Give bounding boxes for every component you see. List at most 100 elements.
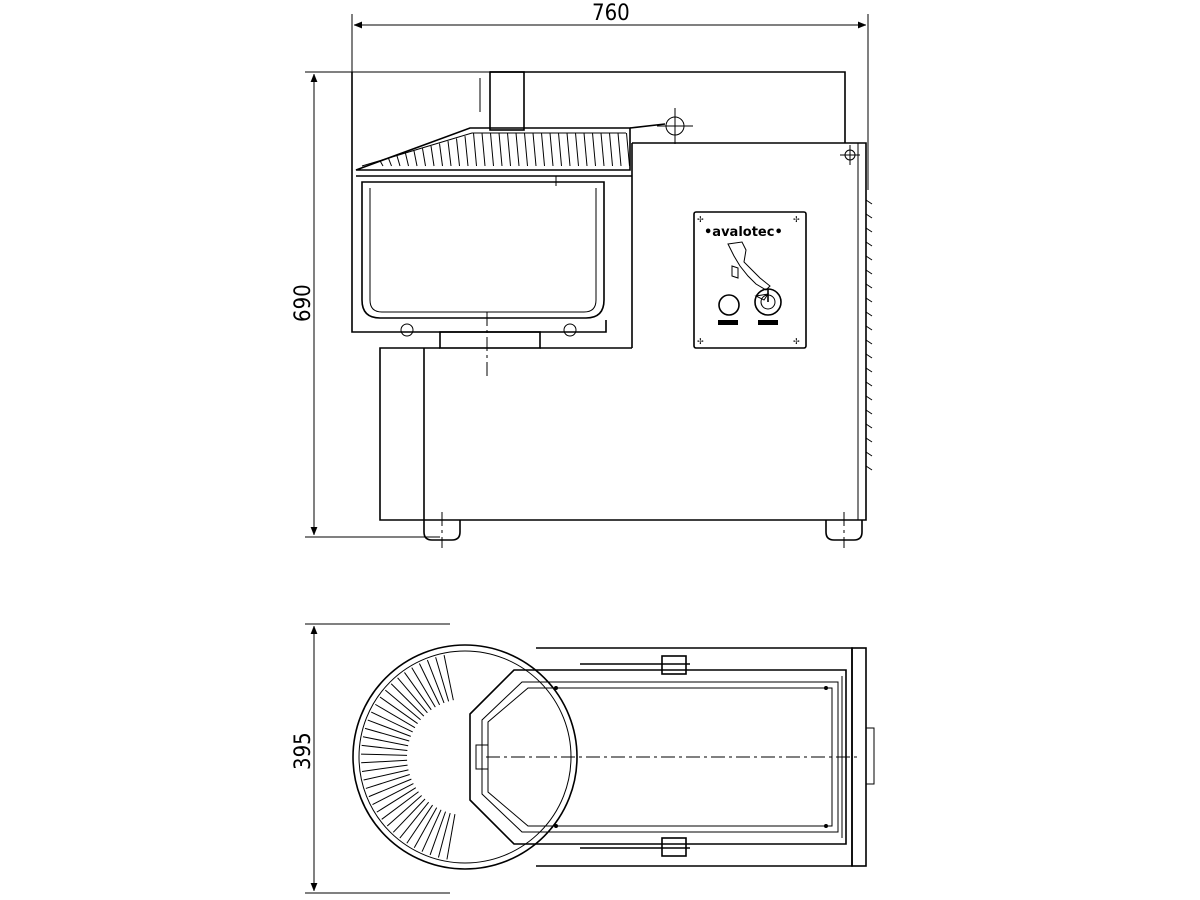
radial-bar: [418, 663, 441, 706]
dimension-depth: 395: [291, 623, 450, 894]
radial-bar: [363, 769, 409, 781]
radial-bar: [368, 778, 412, 798]
radial-bar: [413, 807, 438, 849]
guard-bar: [430, 145, 435, 167]
guard-bar: [396, 155, 401, 167]
radial-bar: [437, 812, 451, 858]
radial-bar: [411, 667, 436, 708]
guard-bar: [532, 132, 537, 167]
control-panel: •avalotec• ✢ ✢ ✢ ✢: [693, 211, 807, 349]
top-view: [352, 644, 875, 870]
guard-bar: [626, 132, 630, 167]
radial-bar: [426, 659, 445, 704]
vent-slot: [865, 353, 873, 359]
vent-slot: [865, 283, 873, 289]
guard-bar: [464, 136, 469, 167]
guard-bar: [617, 132, 622, 167]
radial-bar: [390, 683, 425, 717]
guard-bar: [609, 132, 613, 167]
guard-bar: [405, 153, 409, 167]
svg-text:✢: ✢: [793, 337, 800, 346]
vent-slot: [865, 437, 873, 443]
vent-slot: [865, 465, 873, 471]
guard-bar: [541, 132, 545, 167]
radial-bar: [361, 759, 408, 764]
guard-bar: [600, 132, 605, 167]
vent-slot: [865, 269, 873, 275]
guard-bar: [524, 132, 528, 167]
vent-slot: [865, 339, 873, 345]
radial-bar: [376, 787, 417, 813]
vent-slot: [865, 451, 873, 457]
italy-map-icon: [727, 241, 771, 301]
svg-text:✢: ✢: [697, 215, 704, 224]
vent-slot: [865, 395, 873, 401]
dimension-width: 760: [351, 1, 869, 190]
guard-bar: [456, 138, 460, 167]
dial-icon[interactable]: [754, 288, 782, 325]
radial-bar: [370, 711, 413, 733]
radial-bar: [361, 753, 408, 756]
height-label: 690: [291, 284, 316, 322]
vent-slot: [865, 325, 873, 331]
guard-bar: [549, 132, 554, 167]
radial-bar: [361, 764, 408, 772]
panel-screws: ✢ ✢ ✢ ✢: [697, 215, 800, 346]
knob-icon[interactable]: [718, 294, 740, 325]
svg-text:✢: ✢: [697, 337, 704, 346]
guard-bar: [583, 132, 588, 167]
guard-bar: [558, 132, 562, 167]
radial-bar: [372, 783, 414, 805]
guard-bar: [481, 132, 486, 167]
guard-bar: [490, 132, 494, 167]
front-view: •avalotec• ✢ ✢ ✢ ✢: [351, 71, 873, 548]
guard-bar: [422, 148, 426, 167]
radial-bar: [446, 814, 456, 860]
guard-bar: [507, 132, 511, 167]
radial-bar: [435, 657, 450, 702]
radial-bar: [367, 719, 411, 737]
radial-bar: [379, 696, 418, 724]
vent-slot: [865, 409, 873, 415]
vent-slot: [865, 311, 873, 317]
depth-label: 395: [291, 732, 316, 770]
vent-slot: [865, 241, 873, 247]
radial-bar: [404, 672, 432, 711]
radial-bar: [364, 727, 410, 742]
guard-bar: [439, 143, 443, 167]
radial-bar: [385, 689, 421, 721]
guard-bars: [379, 132, 630, 167]
vent-slot: [865, 199, 873, 205]
guard-bar: [498, 132, 503, 167]
radial-bar: [375, 703, 416, 729]
guard-radial-bars: [361, 655, 456, 860]
guard-bar: [566, 132, 571, 167]
radial-bar: [443, 655, 454, 701]
guard-bar: [447, 141, 452, 167]
brand-logo-text: •avalotec•: [704, 225, 783, 240]
radial-bar: [386, 795, 422, 827]
vent-slot: [865, 227, 873, 233]
radial-bar: [421, 809, 442, 852]
svg-text:✢: ✢: [793, 215, 800, 224]
guard-bar: [388, 158, 392, 167]
vent-slot: [865, 297, 873, 303]
vent-slot: [865, 381, 873, 387]
width-label: 760: [592, 1, 630, 26]
radial-bar: [397, 677, 428, 714]
vent-slot: [865, 423, 873, 429]
guard-bar: [413, 150, 418, 167]
guard-bar: [575, 132, 579, 167]
vent-slot: [865, 255, 873, 261]
guard-bar: [515, 132, 520, 167]
radial-bar: [399, 801, 430, 839]
radial-bar: [361, 744, 408, 752]
radial-bar: [392, 798, 426, 833]
dimension-height: 690: [291, 71, 490, 538]
guard-bar: [592, 132, 596, 167]
radial-bar: [365, 774, 410, 789]
radial-bar: [362, 736, 409, 747]
vent-slots: [865, 199, 873, 471]
guard-bar: [473, 132, 477, 167]
